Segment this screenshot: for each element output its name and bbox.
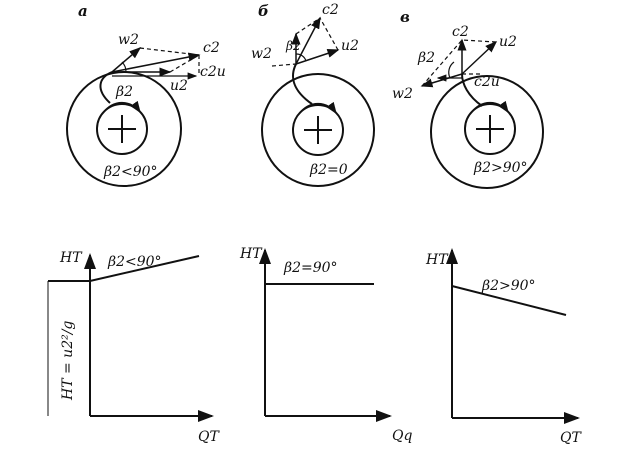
panel-a: а w2 c2 u2 c2u β2 β2<90° bbox=[47, 2, 226, 445]
beta-label: β2 bbox=[285, 39, 301, 53]
u2-label: u2 bbox=[341, 38, 359, 54]
y-axis-label: HT bbox=[59, 250, 83, 266]
beta-condition-label: β2<90° bbox=[103, 164, 158, 180]
characteristic-line bbox=[48, 255, 200, 282]
construction-line bbox=[461, 39, 497, 43]
line-label: β2>90° bbox=[481, 278, 536, 294]
c2-label: c2 bbox=[322, 2, 339, 18]
impeller-outer-circle bbox=[430, 75, 544, 189]
beta-condition-label: β2=0 bbox=[309, 162, 348, 178]
w2-label: w2 bbox=[251, 46, 272, 62]
construction-line bbox=[295, 17, 321, 35]
impeller-hub-circle bbox=[292, 104, 344, 156]
beta-condition-label: β2>90° bbox=[473, 160, 528, 176]
beta-angle-arc bbox=[121, 61, 127, 73]
w2-vector bbox=[111, 47, 142, 73]
blade-curve bbox=[99, 71, 113, 104]
velocity-triangle-a: w2 c2 u2 c2u β2 bbox=[111, 32, 226, 100]
rotation-arrow bbox=[299, 101, 337, 115]
panel-letter: а bbox=[78, 2, 88, 20]
rotation-arrow bbox=[471, 100, 509, 114]
w2-label: w2 bbox=[118, 32, 139, 48]
beta-label: β2 bbox=[417, 50, 435, 66]
impeller-outer-circle bbox=[261, 73, 375, 187]
graph-a: HT QT β2<90° HT = u2²/g bbox=[47, 250, 220, 445]
c2-label: c2 bbox=[203, 40, 220, 56]
beta-angle-arc bbox=[448, 61, 455, 79]
graph-b: HT Qq β2=90° bbox=[239, 246, 412, 444]
c2-vector bbox=[295, 16, 321, 65]
blade-curve bbox=[292, 63, 313, 105]
impeller-b bbox=[261, 63, 375, 187]
c2-label: c2 bbox=[452, 24, 469, 40]
impeller-hub-circle bbox=[96, 103, 148, 155]
panel-c: в w2 c2 u2 c2u β2 β2>90° bbox=[392, 8, 582, 446]
u2-vector bbox=[461, 40, 498, 75]
c2u-label: c2u bbox=[200, 64, 226, 80]
rotation-arrow bbox=[103, 100, 141, 114]
graph-c: HT QT β2>90° bbox=[425, 248, 582, 446]
beta-angle-arc bbox=[295, 53, 307, 62]
characteristic-line bbox=[451, 285, 567, 316]
blade-curve bbox=[461, 73, 483, 107]
construction-line bbox=[319, 17, 339, 51]
c2-vector bbox=[111, 52, 201, 73]
head-formula-label: HT = u2²/g bbox=[60, 321, 76, 401]
panel-b: б w2 c2 u2 β2 β2=0 HT bbox=[239, 2, 412, 444]
construction-line bbox=[271, 63, 297, 67]
w2-label: w2 bbox=[392, 86, 413, 102]
construction-line bbox=[421, 39, 463, 87]
x-axis-label: Qq bbox=[392, 428, 412, 444]
line-label: β2=90° bbox=[283, 260, 338, 276]
impeller-hub-circle bbox=[464, 103, 516, 155]
x-axis-label: QT bbox=[198, 429, 220, 445]
construction-line bbox=[169, 54, 200, 73]
c2u-label: c2u bbox=[474, 74, 500, 90]
u2-vector bbox=[295, 49, 340, 65]
beta-label: β2 bbox=[115, 84, 133, 100]
velocity-triangle-b: w2 c2 u2 β2 bbox=[251, 2, 359, 67]
u2-label: u2 bbox=[499, 34, 517, 50]
line-label: β2<90° bbox=[107, 254, 162, 270]
y-axis-label: HT bbox=[425, 252, 449, 268]
impeller-c bbox=[430, 73, 544, 189]
panel-letter: в bbox=[400, 8, 410, 26]
construction-line bbox=[139, 47, 200, 56]
panel-letter: б bbox=[258, 2, 269, 20]
x-axis-label: QT bbox=[560, 430, 582, 446]
y-axis-label: HT bbox=[239, 246, 263, 262]
velocity-triangle-c: w2 c2 u2 c2u β2 bbox=[392, 24, 517, 102]
u2-label: u2 bbox=[170, 78, 188, 94]
